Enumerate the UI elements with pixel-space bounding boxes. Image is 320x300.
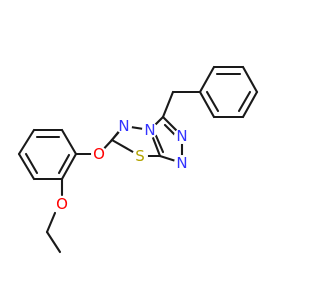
atom-label-background <box>174 155 190 171</box>
atom-label-background <box>54 196 70 212</box>
nitrogen-atom: N <box>116 117 132 135</box>
atom-label: N <box>176 154 187 172</box>
bond <box>241 65 259 94</box>
nitrogen-atom: N <box>142 121 158 139</box>
atom-label: O <box>56 195 68 213</box>
atom-label: N <box>118 117 129 135</box>
atom-label-background <box>142 122 158 138</box>
atom-label-background <box>91 146 107 162</box>
bond <box>161 90 175 119</box>
bond <box>60 152 78 181</box>
bond <box>45 230 62 254</box>
bond <box>57 153 71 175</box>
bond <box>241 90 259 119</box>
bond <box>45 211 57 234</box>
nitrogen-atom: N <box>174 127 190 145</box>
atom-label-layer: N N N N S O O <box>54 117 190 213</box>
bond <box>17 152 36 181</box>
bond <box>60 128 78 156</box>
atom-label: S <box>135 147 145 165</box>
bond <box>205 90 220 113</box>
oxygen-atom: O <box>91 145 107 163</box>
atom-label-background <box>174 128 190 144</box>
atom-label: O <box>93 145 105 163</box>
atom-label: N <box>176 127 187 145</box>
sulfur-atom: S <box>132 147 148 165</box>
nitrogen-atom: N <box>174 154 190 172</box>
bond <box>198 65 216 94</box>
atom-label: N <box>144 121 155 139</box>
atom-label-background <box>116 118 132 134</box>
bond <box>198 90 216 119</box>
bond <box>17 128 36 156</box>
bond <box>237 90 252 113</box>
atom-label-background <box>132 148 148 164</box>
bond <box>24 152 39 175</box>
oxygen-atom: O <box>54 195 70 213</box>
molecule-structure-diagram: N N N N S O O <box>17 65 259 254</box>
